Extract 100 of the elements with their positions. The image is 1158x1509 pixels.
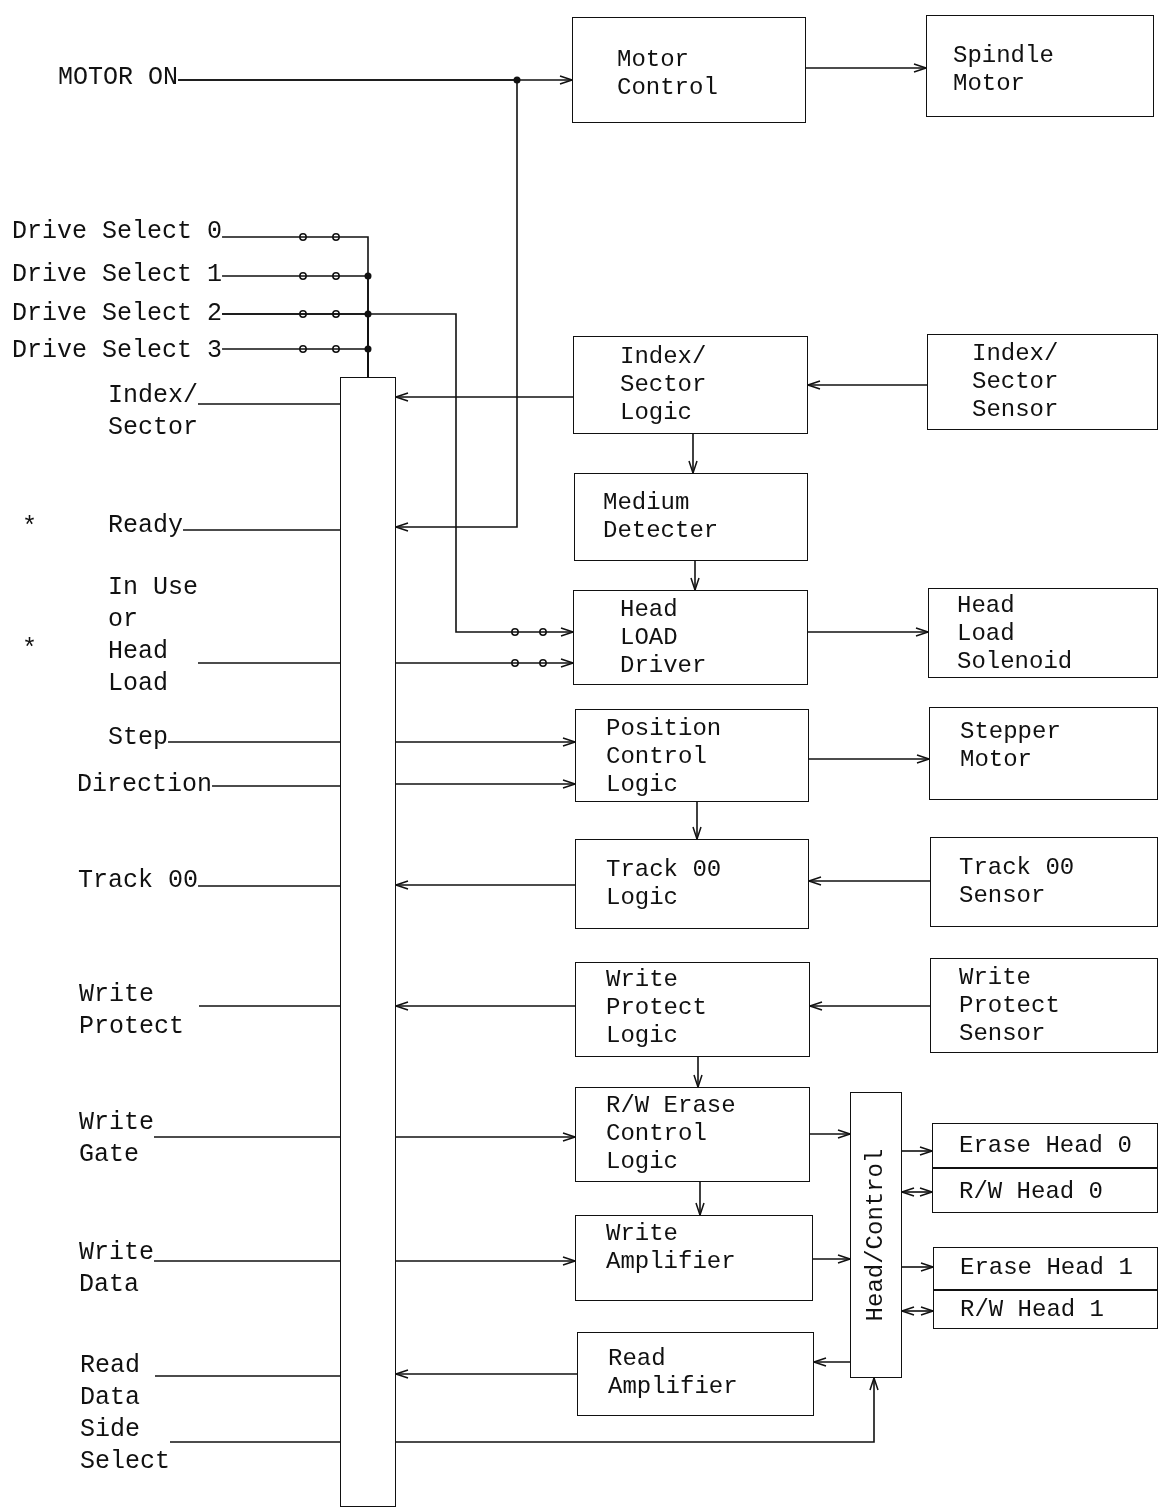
- arrow: [812, 1254, 851, 1264]
- block-box: [930, 837, 1158, 927]
- signal-label: Drive Select 1: [12, 259, 223, 291]
- block-box: [930, 958, 1158, 1053]
- signal-line: [198, 1005, 341, 1007]
- block-box: [932, 1167, 1158, 1213]
- arrow: [901, 1306, 934, 1316]
- signal-label: Write Protect: [79, 979, 199, 1043]
- block-box: [575, 839, 809, 929]
- block-label: Write Amplifier: [606, 1220, 737, 1276]
- block-label: Head/Control: [862, 1148, 890, 1322]
- block-label: R/W Head 0: [959, 1178, 1104, 1206]
- signal-line: [197, 662, 341, 664]
- arrow: [395, 737, 576, 747]
- block-box: [929, 707, 1158, 800]
- arrow: [809, 1129, 851, 1139]
- block-label: Track 00 Sensor: [959, 854, 1076, 910]
- interface-bus-bar: [340, 377, 396, 1507]
- block-box: [573, 590, 808, 685]
- arrow: [695, 1181, 705, 1216]
- block-label: Index/ Sector Sensor: [972, 340, 1060, 424]
- arrow: [808, 876, 931, 886]
- block-label: Head LOAD Driver: [620, 596, 708, 680]
- signal-label: Drive Select 3: [12, 335, 223, 367]
- block-box: [926, 15, 1154, 117]
- footnote-mark: *: [22, 634, 37, 666]
- arrow: [813, 1357, 851, 1367]
- block-label: R/W Erase Control Logic: [606, 1092, 737, 1176]
- block-label: Head Load Solenoid: [957, 592, 1074, 676]
- signal-label: Drive Select 2: [12, 298, 223, 330]
- signal-label: Step: [108, 722, 168, 754]
- arrow: [395, 1377, 879, 1443]
- signal-label: Track 00: [78, 865, 199, 897]
- block-box: [927, 334, 1158, 430]
- block-box: [574, 473, 808, 561]
- signal-label: Drive Select 0: [12, 216, 223, 248]
- arrow: [807, 627, 929, 637]
- block-box: [933, 1289, 1158, 1329]
- block-label: Write Protect Logic: [606, 966, 708, 1050]
- signal-line: [169, 1441, 341, 1443]
- block-label: Medium Detecter: [603, 489, 720, 545]
- signal-label: Ready: [108, 510, 183, 542]
- signal-line: [197, 885, 341, 887]
- block-label: Erase Head 0: [959, 1132, 1132, 1160]
- block-box: [573, 336, 808, 434]
- block-label: Stepper Motor: [960, 718, 1062, 774]
- signal-label: Write Gate: [79, 1107, 154, 1171]
- block-label: Erase Head 1: [960, 1254, 1133, 1282]
- block-label: Write Protect Sensor: [959, 964, 1061, 1048]
- block-box: [933, 1247, 1158, 1291]
- arrow: [395, 1001, 576, 1011]
- signal-label: Index/ Sector: [108, 380, 198, 444]
- block-label: Index/ Sector Logic: [620, 343, 708, 427]
- block-box: [572, 17, 806, 123]
- arrow: [690, 560, 700, 591]
- arrow: [395, 1256, 576, 1266]
- arrow: [808, 754, 930, 764]
- signal-line: [167, 741, 341, 743]
- signal-line: [211, 785, 341, 787]
- block-box: [575, 1087, 810, 1182]
- arrow: [177, 79, 518, 532]
- block-label: R/W Head 1: [960, 1296, 1105, 1324]
- block-label: Position Control Logic: [606, 715, 723, 799]
- arrow: [807, 380, 928, 390]
- arrow: [395, 880, 576, 890]
- arrow: [809, 1001, 931, 1011]
- arrow: [395, 658, 574, 668]
- signal-label: Write Data: [79, 1237, 154, 1301]
- signal-label: In Use or Head Load: [108, 572, 198, 700]
- signal-label: Read Data: [80, 1350, 155, 1414]
- block-box: [575, 962, 810, 1057]
- footnote-mark: *: [22, 512, 37, 544]
- block-box: [575, 1215, 813, 1301]
- block-box: [928, 588, 1158, 678]
- signal-line: [197, 403, 341, 405]
- arrow: [395, 779, 576, 789]
- signal-line: [182, 529, 341, 531]
- arrow: [901, 1262, 934, 1272]
- signal-line: [154, 1375, 341, 1377]
- arrow: [901, 1187, 933, 1197]
- signal-label: MOTOR ON: [58, 62, 179, 94]
- block-label: Spindle Motor: [953, 42, 1055, 98]
- arrow: [395, 1132, 576, 1142]
- signal-line: [221, 348, 369, 378]
- signal-line: [153, 1136, 341, 1138]
- arrow: [901, 1146, 933, 1156]
- arrow: [395, 392, 574, 402]
- arrow: [805, 63, 927, 73]
- block-label: Read Amplifier: [608, 1345, 739, 1401]
- block-label: Track 00 Logic: [606, 856, 723, 912]
- signal-label: Direction: [77, 769, 213, 801]
- arrow: [692, 801, 702, 840]
- block-box: [575, 709, 809, 802]
- block-box: [577, 1332, 814, 1416]
- block-box: [932, 1123, 1158, 1169]
- arrow: [688, 433, 698, 474]
- block-label: Motor Control: [617, 46, 719, 102]
- signal-line: [153, 1260, 341, 1262]
- block-box: [850, 1092, 902, 1378]
- arrow: [221, 313, 574, 637]
